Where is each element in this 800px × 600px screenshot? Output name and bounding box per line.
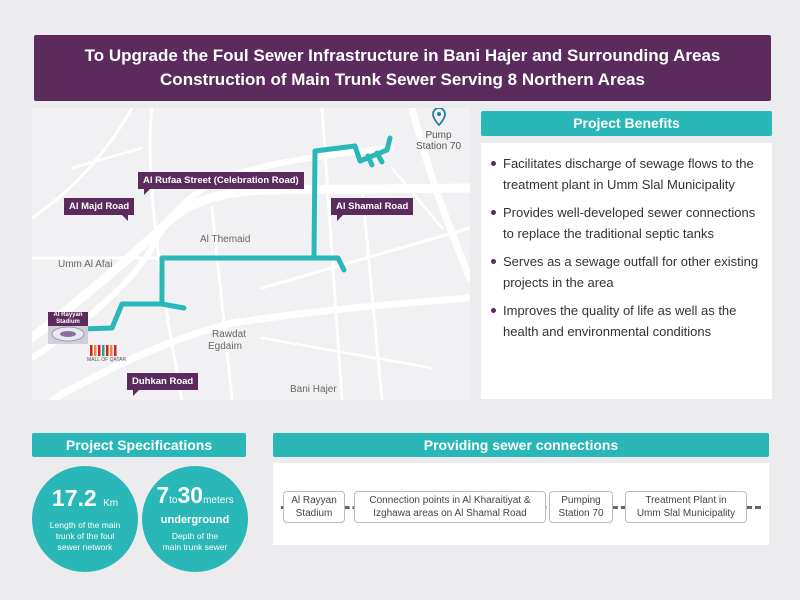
- benefits-list: Facilitates discharge of sewage flows to…: [489, 153, 760, 342]
- benefit-item: Serves as a sewage outfall for other exi…: [489, 251, 760, 293]
- connection-node-stadium: Al Rayyan Stadium: [283, 491, 345, 523]
- spec-length-value: 17.2 Km: [51, 485, 119, 511]
- area-bani-hajer: Bani Hajer: [290, 384, 337, 395]
- road-tag-dukhan: Duhkan Road: [127, 373, 199, 396]
- al-majd-road: [32, 145, 395, 361]
- connections-panel: Al Rayyan Stadium Connection points in A…: [273, 463, 769, 545]
- spec-depth-word: underground: [160, 514, 230, 526]
- mall-label: MALL OF QATAR: [87, 357, 127, 363]
- map-pin-icon: [432, 108, 446, 127]
- stadium-label: Al Rayyan Stadium: [48, 312, 88, 326]
- pump-station-label: Pump Station 70: [416, 130, 462, 152]
- benefits-title: Project Benefits: [481, 111, 772, 136]
- benefits-panel: Facilitates discharge of sewage flows to…: [481, 143, 772, 399]
- spec-depth-circle: 7to30meters underground Depth of the mai…: [142, 466, 248, 572]
- connection-node-kharaitiyat: Connection points in Al Kharaitiyat & Iz…: [354, 491, 546, 523]
- connection-node-pumping-station: Pumping Station 70: [549, 491, 613, 523]
- area-umm-al-afai: Umm Al Afai: [58, 259, 113, 270]
- benefit-item: Provides well-developed sewer connection…: [489, 202, 760, 244]
- road-tag-al-rufaa: Al Rufaa Street (Celebration Road): [138, 172, 304, 195]
- project-map: Pump Station 70 Al Themaid Umm Al Afai R…: [32, 108, 470, 400]
- spec-depth-desc: Depth of the main trunk sewer: [162, 531, 228, 552]
- area-al-themaid: Al Themaid: [200, 234, 251, 245]
- road-tag-al-majd: Al Majd Road: [64, 198, 135, 221]
- spec-length-circle: 17.2 Km Length of the main trunk of the …: [32, 466, 138, 572]
- spec-length-desc: Length of the main trunk of the foul sew…: [49, 520, 121, 552]
- benefit-item: Improves the quality of life as well as …: [489, 300, 760, 342]
- al-shamal-road: [408, 108, 470, 282]
- benefit-item: Facilitates discharge of sewage flows to…: [489, 153, 760, 195]
- road-tag-al-shamal: Al Shamal Road: [331, 198, 414, 221]
- spec-depth-value: 7to30meters: [156, 482, 234, 508]
- specs-title: Project Specifications: [32, 433, 246, 457]
- dukhan-road: [48, 294, 470, 400]
- header-title: To Upgrade the Foul Sewer Infrastructure…: [84, 46, 721, 65]
- area-rawdat: Rawdat: [212, 329, 246, 340]
- connection-node-treatment-plant: Treatment Plant in Umm Slal Municipality: [625, 491, 747, 523]
- connections-title: Providing sewer connections: [273, 433, 769, 457]
- header-subtitle: Construction of Main Trunk Sewer Serving…: [160, 70, 645, 89]
- mall-logo: [90, 345, 117, 356]
- page-header: To Upgrade the Foul Sewer Infrastructure…: [34, 35, 771, 101]
- sewer-pipeline: [49, 135, 393, 333]
- area-egdaim: Egdaim: [208, 341, 242, 352]
